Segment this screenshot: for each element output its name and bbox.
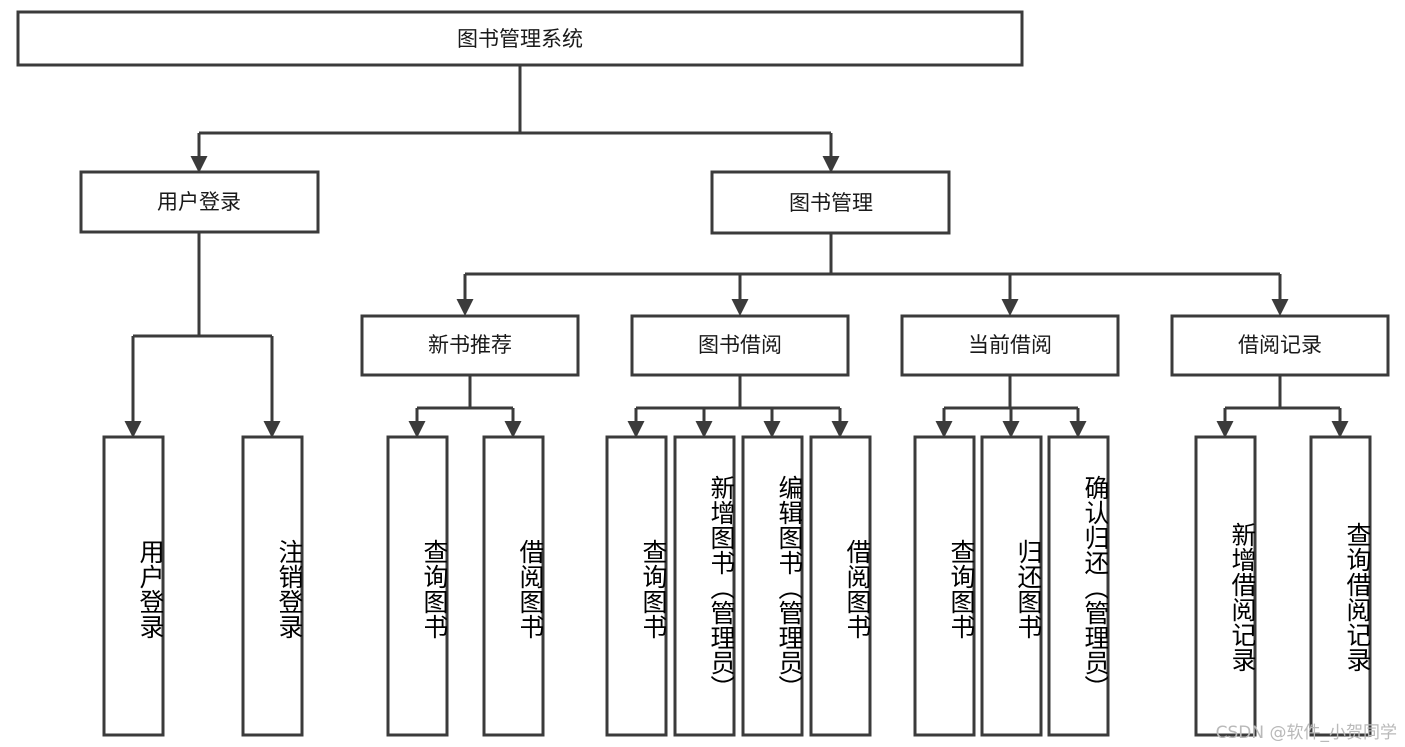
arrow-to-leaf-add-record [1216,421,1234,438]
arrow-to-leaf-edit-book [763,421,781,438]
node-leaf-query-book-2-label: 查询图书 [639,539,666,639]
node-new-book-recommend-box[interactable] [360,314,580,377]
arrow-to-new-book-recommend [456,299,474,316]
node-user-login[interactable]: 用户登录 [79,170,320,234]
arrow-to-leaf-logout-login [263,421,281,438]
arrow-to-leaf-query-book-1 [408,421,426,438]
csdn-watermark: CSDN @软件_小贺同学 [1215,723,1397,743]
node-book-manage-box[interactable] [710,170,951,235]
node-borrow-record-label: 借阅记录 [1238,333,1322,357]
node-leaf-borrow-book-1[interactable]: 借阅图书 [482,435,545,737]
arrow-to-leaf-user-login [124,421,142,438]
node-current-borrow[interactable]: 当前借阅 [900,314,1120,377]
node-leaf-logout-login-label: 注销登录 [275,539,302,639]
node-book-borrow-box[interactable] [630,314,850,377]
node-leaf-edit-book[interactable]: 编辑图书（管理员） [741,435,804,737]
arrow-to-book-borrow [731,299,749,316]
node-leaf-query-book-3-label: 查询图书 [947,539,974,639]
node-leaf-edit-book-box[interactable] [741,435,804,737]
node-book-manage[interactable]: 图书管理 [710,170,951,235]
node-leaf-add-book-box[interactable] [673,435,736,737]
leaf-layer: 用户登录 注销登录 查询图书 借阅图书 [102,435,1372,737]
node-leaf-edit-book-label: 编辑图书（管理员） [775,474,802,700]
node-leaf-add-book-label: 新增图书（管理员） [707,474,734,700]
arrow-to-leaf-confirm-return [1069,421,1087,438]
node-leaf-query-book-1-box[interactable] [386,435,449,737]
node-leaf-logout-login-box[interactable] [241,435,304,737]
node-leaf-query-book-2[interactable]: 查询图书 [605,435,668,737]
node-leaf-add-record[interactable]: 新增借阅记录 [1194,435,1257,737]
node-leaf-return-book[interactable]: 归还图书 [980,435,1043,737]
node-leaf-user-login[interactable]: 用户登录 [102,435,165,737]
node-leaf-query-book-2-box[interactable] [605,435,668,737]
node-leaf-query-record-box[interactable] [1309,435,1372,737]
arrow-to-current-borrow [1001,299,1019,316]
node-leaf-logout-login[interactable]: 注销登录 [241,435,304,737]
node-leaf-add-book[interactable]: 新增图书（管理员） [673,435,736,737]
node-new-book-recommend[interactable]: 新书推荐 [360,314,580,377]
node-root-label: 图书管理系统 [457,27,583,51]
node-leaf-user-login-label: 用户登录 [136,539,163,639]
node-leaf-confirm-return-label: 确认归还（管理员） [1081,474,1108,700]
node-user-login-label: 用户登录 [157,190,241,214]
node-leaf-confirm-return-box[interactable] [1047,435,1110,737]
node-leaf-borrow-book-1-box[interactable] [482,435,545,737]
node-leaf-query-book-3-box[interactable] [913,435,976,737]
node-leaf-return-book-box[interactable] [980,435,1043,737]
arrow-to-leaf-add-book [695,421,713,438]
node-root[interactable]: 图书管理系统 [16,10,1024,67]
node-leaf-return-book-label: 归还图书 [1014,539,1041,639]
node-root-box[interactable] [16,10,1024,67]
arrow-root-to-user-login [190,156,208,173]
node-leaf-borrow-book-2-label: 借阅图书 [843,539,870,639]
node-leaf-add-record-box[interactable] [1194,435,1257,737]
node-leaf-query-book-1[interactable]: 查询图书 [386,435,449,737]
arrow-root-to-book-manage [822,156,840,173]
arrow-to-leaf-borrow-book-1 [504,421,522,438]
arrow-to-leaf-query-book-2 [627,421,645,438]
node-leaf-query-record[interactable]: 查询借阅记录 [1309,435,1372,737]
node-current-borrow-box[interactable] [900,314,1120,377]
node-book-borrow[interactable]: 图书借阅 [630,314,850,377]
arrow-to-leaf-query-book-3 [935,421,953,438]
node-new-book-recommend-label: 新书推荐 [428,333,512,357]
node-borrow-record[interactable]: 借阅记录 [1170,314,1390,377]
arrow-to-borrow-record [1271,299,1289,316]
node-leaf-borrow-book-1-label: 借阅图书 [516,539,543,639]
node-leaf-confirm-return[interactable]: 确认归还（管理员） [1047,435,1110,737]
node-leaf-borrow-book-2[interactable]: 借阅图书 [809,435,872,737]
node-leaf-query-record-label: 查询借阅记录 [1343,522,1370,672]
node-leaf-user-login-box[interactable] [102,435,165,737]
node-borrow-record-box[interactable] [1170,314,1390,377]
node-book-borrow-label: 图书借阅 [698,333,782,357]
arrow-to-leaf-query-record [1331,421,1349,438]
node-leaf-borrow-book-2-box[interactable] [809,435,872,737]
node-leaf-add-record-label: 新增借阅记录 [1228,522,1255,672]
node-current-borrow-label: 当前借阅 [968,333,1052,357]
node-book-manage-label: 图书管理 [789,191,873,215]
connector-layer [124,65,1349,438]
node-user-login-box[interactable] [79,170,320,234]
node-leaf-query-book-3[interactable]: 查询图书 [913,435,976,737]
arrow-to-leaf-borrow-book-2 [831,421,849,438]
arrow-to-leaf-return-book [1002,421,1020,438]
node-leaf-query-book-1-label: 查询图书 [420,539,447,639]
